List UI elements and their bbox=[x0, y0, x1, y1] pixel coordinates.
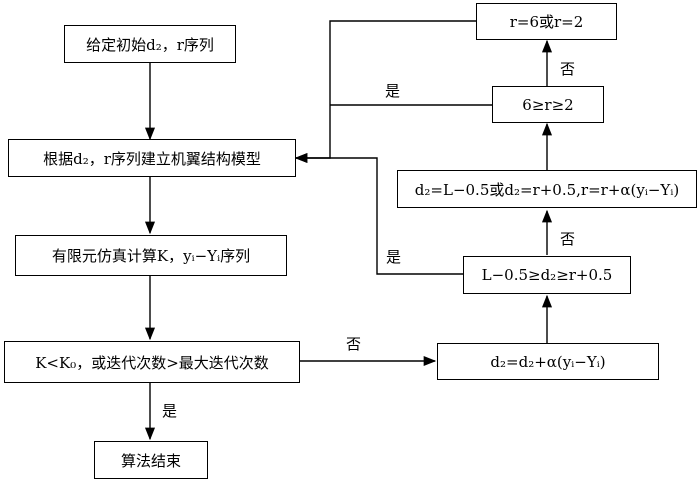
edge-range-model bbox=[294, 152, 463, 275]
assign-box: d₂=L−0.5或d₂=r+0.5,r=r+α(yᵢ−Yᵢ) bbox=[397, 170, 697, 208]
cond-text: K<K₀，或迭代次数>最大迭代次数 bbox=[35, 353, 269, 372]
model-box: 根据d₂，r序列建立机翼结构模型 bbox=[8, 139, 296, 177]
range-check-box: L−0.5≥d₂≥r+0.5 bbox=[463, 256, 631, 294]
end-box: 算法结束 bbox=[94, 441, 208, 479]
r-check-text: 6≥r≥2 bbox=[522, 95, 574, 114]
init-text: 给定初始d₂，r序列 bbox=[86, 35, 214, 54]
end-text: 算法结束 bbox=[120, 451, 181, 470]
range-check-text: L−0.5≥d₂≥r+0.5 bbox=[481, 266, 613, 284]
fem-text: 有限元仿真计算K，yᵢ−Yᵢ序列 bbox=[51, 247, 251, 265]
init-box: 给定初始d₂，r序列 bbox=[64, 25, 236, 63]
update-d2-text: d₂=d₂+α(yᵢ−Yᵢ) bbox=[490, 352, 606, 371]
assign-text: d₂=L−0.5或d₂=r+0.5,r=r+α(yᵢ−Yᵢ) bbox=[414, 180, 680, 199]
cond-box: K<K₀，或迭代次数>最大迭代次数 bbox=[4, 341, 300, 383]
label-cond-yes: 是 bbox=[162, 402, 178, 420]
update-d2-box: d₂=d₂+α(yᵢ−Yᵢ) bbox=[437, 343, 659, 380]
r-set-text: r=6或r=2 bbox=[509, 13, 584, 31]
label-r-no: 否 bbox=[560, 60, 576, 78]
label-range-yes: 是 bbox=[386, 248, 402, 266]
fem-box: 有限元仿真计算K，yᵢ−Yᵢ序列 bbox=[15, 235, 287, 276]
label-assign-no: 否 bbox=[560, 230, 576, 248]
model-text: 根据d₂，r序列建立机翼结构模型 bbox=[43, 149, 261, 168]
label-r-yes: 是 bbox=[385, 82, 401, 100]
edge-rset-model bbox=[294, 20, 476, 164]
r-set-box: r=6或r=2 bbox=[476, 3, 617, 40]
label-cond-no: 否 bbox=[346, 335, 362, 353]
r-check-box: 6≥r≥2 bbox=[492, 86, 604, 123]
